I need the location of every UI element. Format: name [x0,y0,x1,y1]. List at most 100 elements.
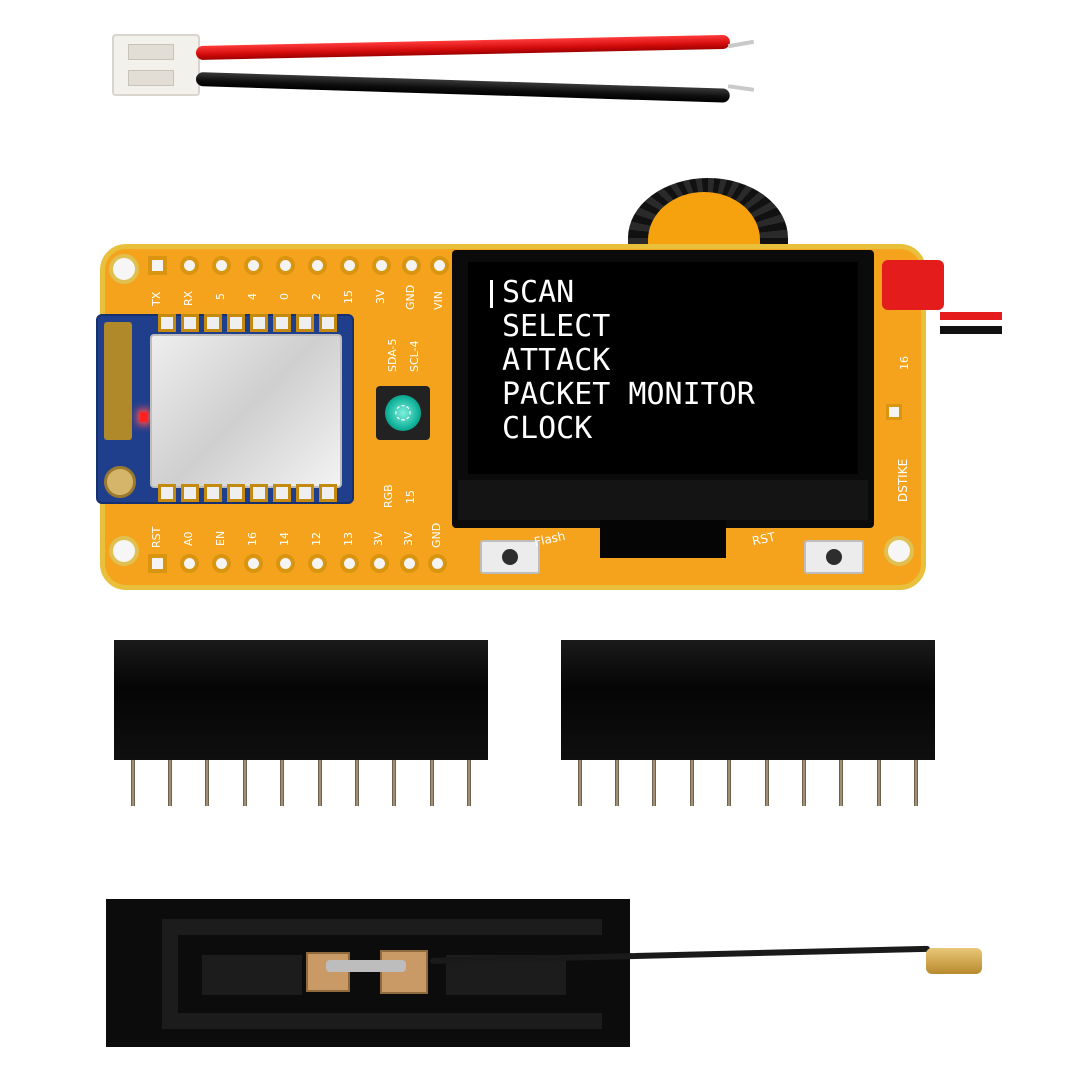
header-pin [355,760,360,806]
module-pin [296,314,314,332]
oled-menu: SCAN SELECT ATTACK PACKET MONITOR CLOCK [490,276,755,446]
jst-slot [128,70,174,86]
module-pin [204,484,222,502]
jst-connector [112,34,200,96]
pin-label: 3V [374,289,387,304]
header-body [561,640,935,760]
module-pin [273,314,291,332]
button-cap [826,549,842,565]
header-pin [280,760,285,806]
menu-item-clock[interactable]: CLOCK [502,411,593,446]
mounting-hole [109,254,139,284]
rgb-led: ◌ [376,386,430,440]
black-wire [195,72,730,103]
module-pin [250,314,268,332]
module-pin [250,484,268,502]
header-body [114,640,488,760]
pin-pad [244,256,263,275]
menu-item-select[interactable]: SELECT [502,309,611,344]
cable-shield [326,960,406,972]
module-pin [181,314,199,332]
right-edge-label: 16 [898,356,911,370]
brand-label: DSTIKE [896,458,910,502]
module-pin [227,484,245,502]
pin-label: A0 [182,531,195,546]
pin-label: 2 [310,293,323,300]
header-pin [914,760,919,806]
oled-bezel [458,480,868,520]
module-pin [204,314,222,332]
header-pins [561,760,935,806]
pin-label: TX [150,291,163,306]
mounting-hole [109,536,139,566]
pin-pad [340,256,359,275]
header-pin [876,760,881,806]
module-pin [181,484,199,502]
pin-label: 14 [278,532,291,546]
pin-pad [308,554,327,573]
pin-label: 16 [246,532,259,546]
led-icon: ◌ [394,399,412,423]
menu-item-attack[interactable]: ATTACK [502,343,611,378]
module-bottom-pins [158,484,337,502]
rgb-label: RGB [382,484,395,508]
pin-label: 0 [278,293,291,300]
pin-label: 15 [342,290,355,304]
battery-wire-black [940,326,1002,334]
red-wire-tip [727,39,755,49]
pin-pad [370,554,389,573]
red-wire [195,34,731,60]
header-pin [839,760,844,806]
header-pin [168,760,173,806]
status-led [140,412,148,422]
header-pins [114,760,488,806]
pin-pad [400,554,419,573]
menu-cursor [490,280,493,308]
oled-screen [468,262,858,474]
header-pin [205,760,210,806]
pin-pad [276,256,295,275]
pin-pad [276,554,295,573]
header-pin [615,760,620,806]
pcb-antenna [106,899,630,1047]
menu-item-packet-monitor[interactable]: PACKET MONITOR [502,377,755,412]
button-cap [502,549,518,565]
pin-label: EN [214,530,227,546]
pin-label: RST [150,526,163,548]
header-pin [242,760,247,806]
pin-pad [148,256,167,275]
antenna-trace [162,1013,602,1029]
rgb-pin-label: 15 [404,490,417,504]
antenna-trace [202,955,302,995]
header-pin [130,760,135,806]
module-top-pins [158,314,337,332]
menu-item-scan[interactable]: SCAN [502,275,575,310]
pin-label: 4 [246,293,259,300]
module-pin [319,314,337,332]
header-pin [467,760,472,806]
header-pin [392,760,397,806]
header-pin [727,760,732,806]
ufl-connector [104,466,136,498]
pin-pad [428,554,447,573]
esp-module [96,314,354,504]
pin-header-right [561,640,935,806]
solder-pad [380,950,428,994]
pin-pad [180,554,199,573]
pin-pad [372,256,391,275]
module-pin [158,314,176,332]
pin-label: 3V [372,531,385,546]
module-pin [319,484,337,502]
solder-pad [306,952,350,992]
pin-label: GND [430,522,443,548]
reset-button[interactable] [804,540,864,574]
i2c-scl-label: SCL-4 [408,340,421,372]
pin-pad [402,256,421,275]
i2c-sda-label: SDA-5 [386,338,399,372]
flash-button[interactable] [480,540,540,574]
pin-label: 12 [310,532,323,546]
module-antenna [104,322,132,440]
antenna-trace [162,919,178,1029]
black-wire-tip [727,84,755,92]
battery-connector [882,260,944,310]
